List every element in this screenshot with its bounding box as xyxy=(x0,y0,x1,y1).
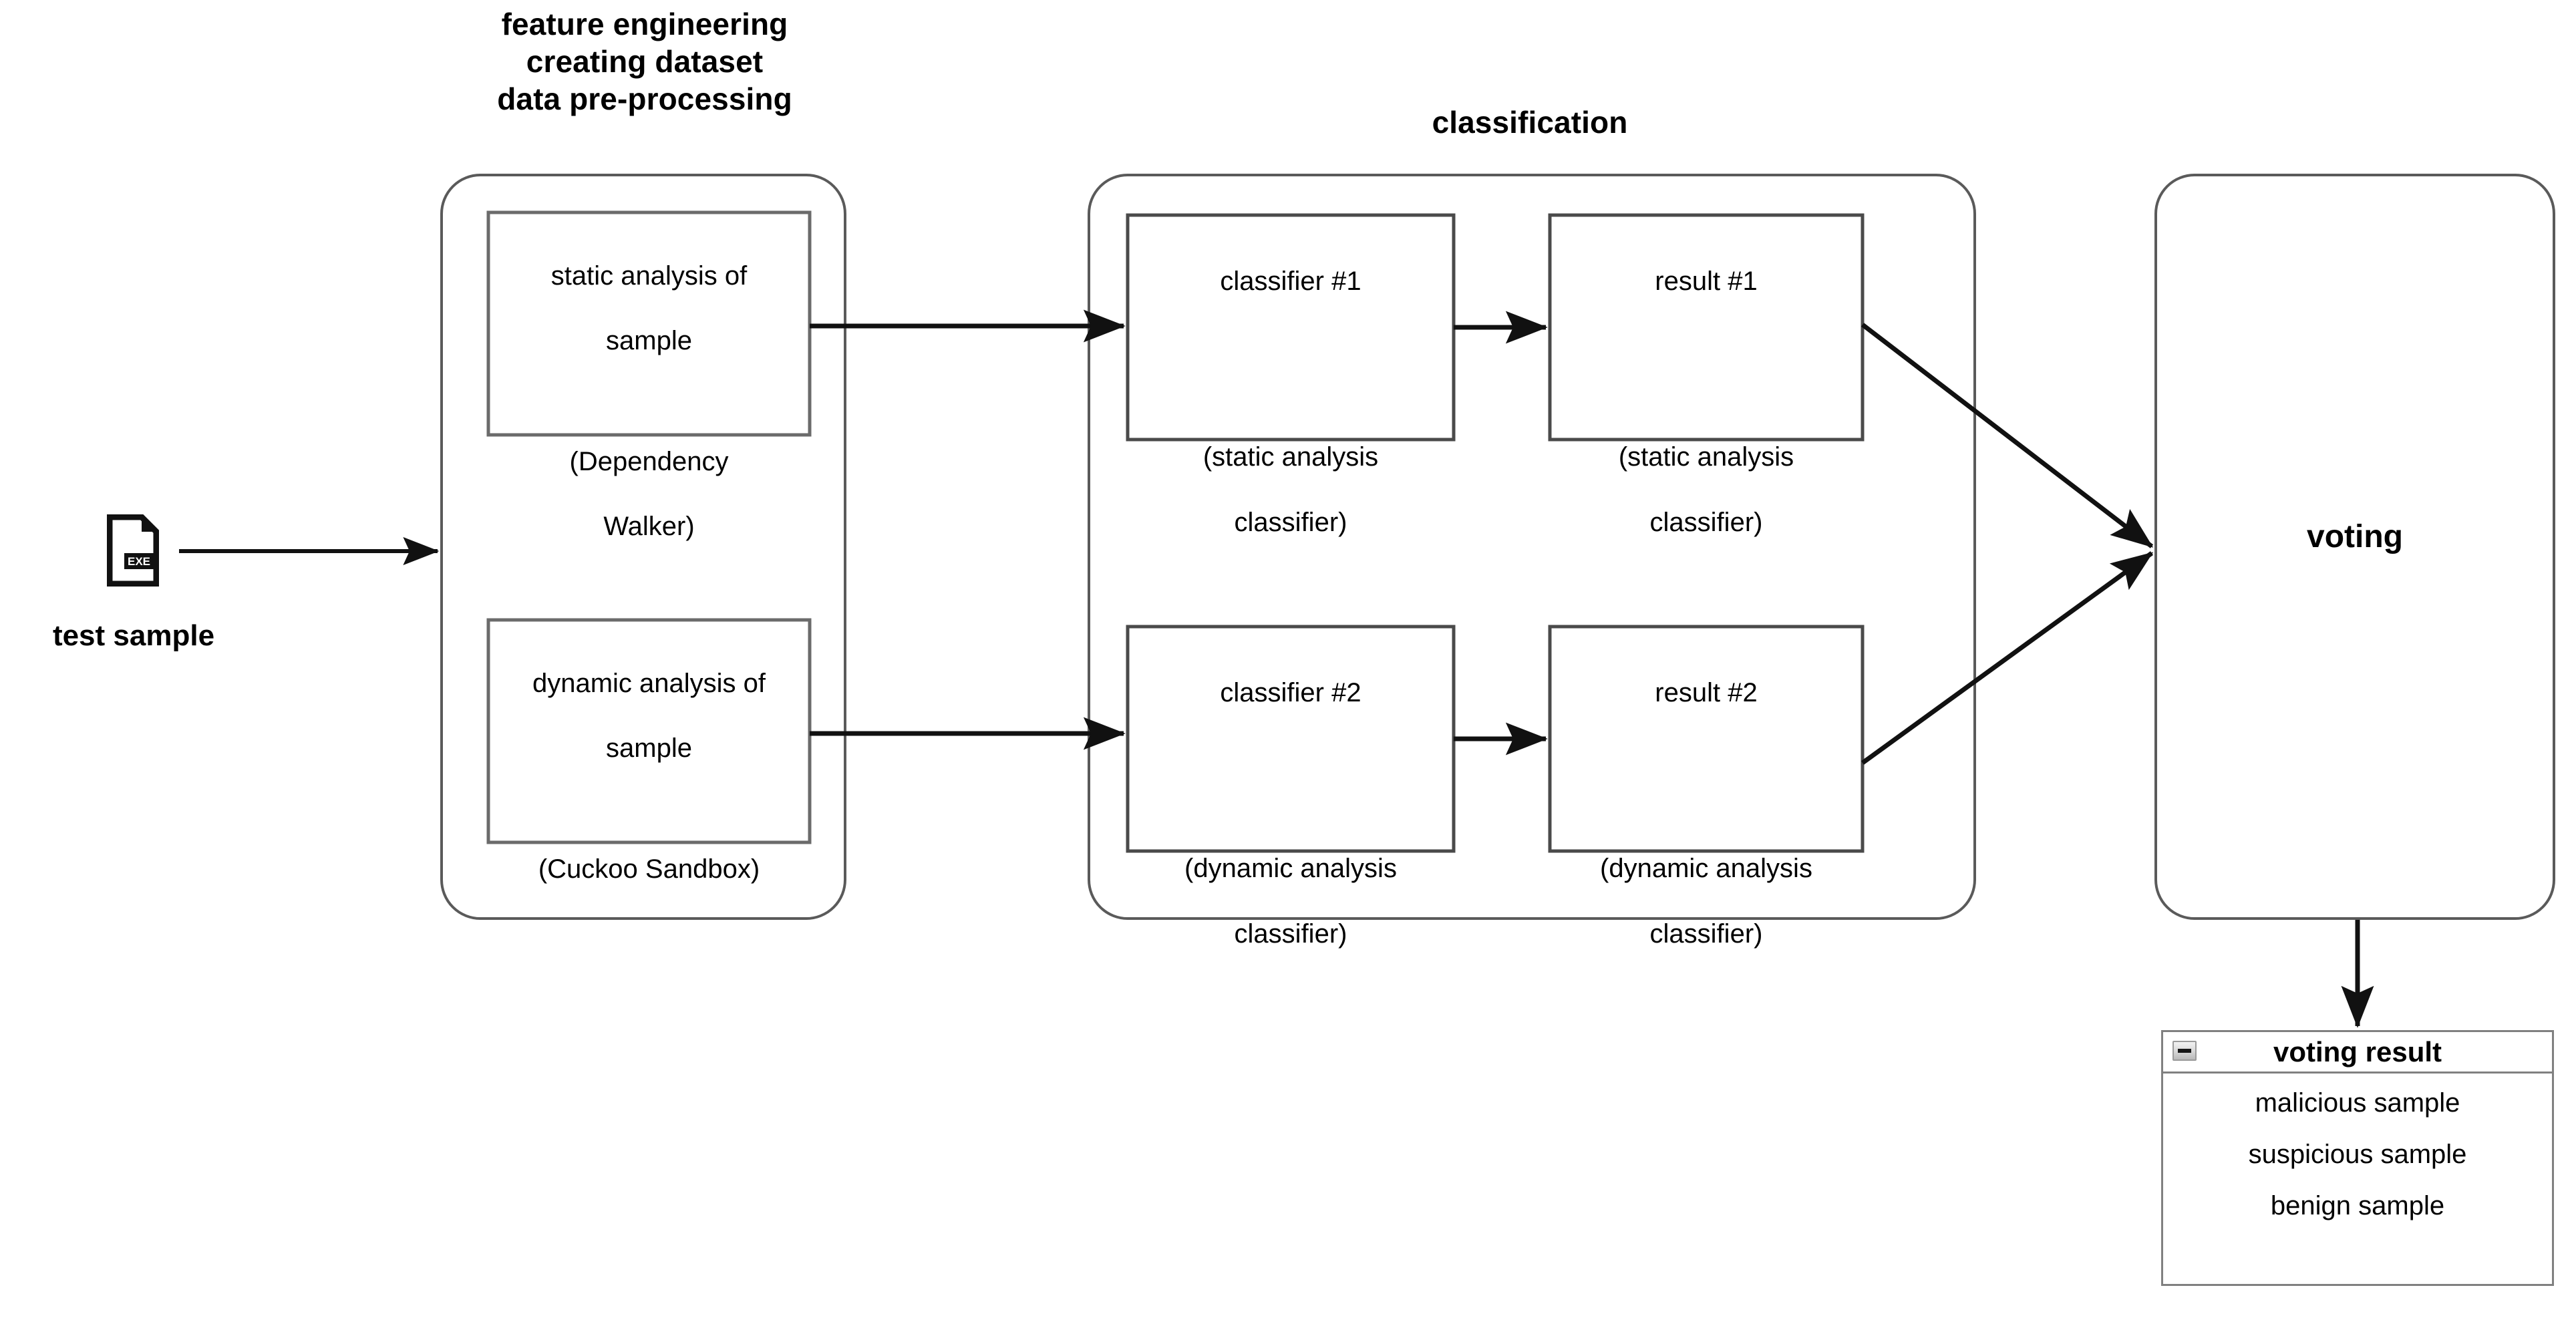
result-2-line-3: classifier) xyxy=(1649,919,1763,949)
static-analysis-line-3: (Dependency xyxy=(569,446,729,476)
spacer xyxy=(1550,330,1863,353)
voting-result-panel[interactable]: voting result malicious sample suspiciou… xyxy=(2161,1030,2554,1286)
node-box-dynamic-analysis[interactable] xyxy=(486,618,812,844)
group-title-classification: classification xyxy=(1432,105,1628,140)
node-box-voting[interactable] xyxy=(2154,174,2555,920)
classifier-1-line-2: (static analysis xyxy=(1202,442,1379,472)
spacer xyxy=(488,390,810,413)
result-2-line-1: result #2 xyxy=(1655,677,1758,707)
node-label-classifier-2: classifier #2 (dynamic analysis classifi… xyxy=(1128,644,1454,983)
node-label-classifier-1: classifier #1 (static analysis classifie… xyxy=(1128,232,1454,571)
group-title-preprocessing: feature engineering creating dataset dat… xyxy=(497,7,792,117)
dynamic-analysis-line-1: dynamic analysis of xyxy=(532,668,766,698)
static-analysis-line-1: static analysis of xyxy=(550,261,748,291)
spacer xyxy=(1128,385,1454,408)
arrow-result1-to-voting xyxy=(1861,323,2154,548)
voting-result-title: voting result xyxy=(2273,1035,2442,1067)
input-label-test-sample: test sample xyxy=(52,619,215,652)
spacer xyxy=(1128,330,1454,353)
spacer xyxy=(1550,741,1863,764)
minimize-dash xyxy=(2178,1049,2191,1053)
node-label-static-analysis: static analysis of sample (Dependency Wa… xyxy=(488,227,810,576)
static-analysis-line-4: Walker) xyxy=(603,512,695,542)
list-item[interactable]: malicious sample xyxy=(2255,1088,2460,1118)
node-label-result-1: result #1 (static analysis classifier) xyxy=(1550,232,1863,571)
classifier-1-line-3: classifier) xyxy=(1234,507,1347,537)
spacer xyxy=(1550,797,1863,820)
spacer xyxy=(1550,385,1863,408)
voting-result-header: voting result xyxy=(2163,1032,2552,1074)
node-label-result-2: result #2 (dynamic analysis classifier) xyxy=(1550,644,1863,983)
exe-file-icon: EXE xyxy=(106,514,160,587)
classifier-2-line-1: classifier #2 xyxy=(1220,677,1361,707)
minimize-icon[interactable] xyxy=(2172,1041,2197,1061)
dynamic-analysis-line-3: (Cuckoo Sandbox) xyxy=(538,854,760,884)
result-2-line-2: (dynamic analysis xyxy=(1600,853,1812,883)
classifier-2-line-3: classifier) xyxy=(1234,919,1347,949)
voting-result-list: malicious sample suspicious sample benig… xyxy=(2163,1074,2552,1221)
node-box-result-2[interactable] xyxy=(1548,625,1865,853)
result-1-line-3: classifier) xyxy=(1649,507,1763,537)
list-item[interactable]: benign sample xyxy=(2270,1191,2445,1220)
node-label-dynamic-analysis: dynamic analysis of sample (Cuckoo Sandb… xyxy=(485,635,813,918)
node-box-classifier-2[interactable] xyxy=(1126,625,1456,853)
node-box-classifier-1[interactable] xyxy=(1126,213,1456,442)
spacer xyxy=(1128,797,1454,820)
exe-badge-text: EXE xyxy=(128,555,150,568)
spacer xyxy=(485,798,813,820)
static-analysis-line-2: sample xyxy=(606,326,692,356)
classifier-2-line-2: (dynamic analysis xyxy=(1184,853,1397,883)
node-label-voting: voting xyxy=(2307,519,2403,554)
spacer xyxy=(1128,741,1454,764)
classifier-1-line-1: classifier #1 xyxy=(1220,266,1361,296)
node-box-result-1[interactable] xyxy=(1548,213,1865,442)
result-1-line-2: (static analysis xyxy=(1618,442,1794,472)
arrow-result2-to-voting xyxy=(1861,551,2154,765)
list-item[interactable]: suspicious sample xyxy=(2248,1140,2467,1169)
dynamic-analysis-line-2: sample xyxy=(606,733,692,764)
result-1-line-1: result #1 xyxy=(1655,266,1758,296)
